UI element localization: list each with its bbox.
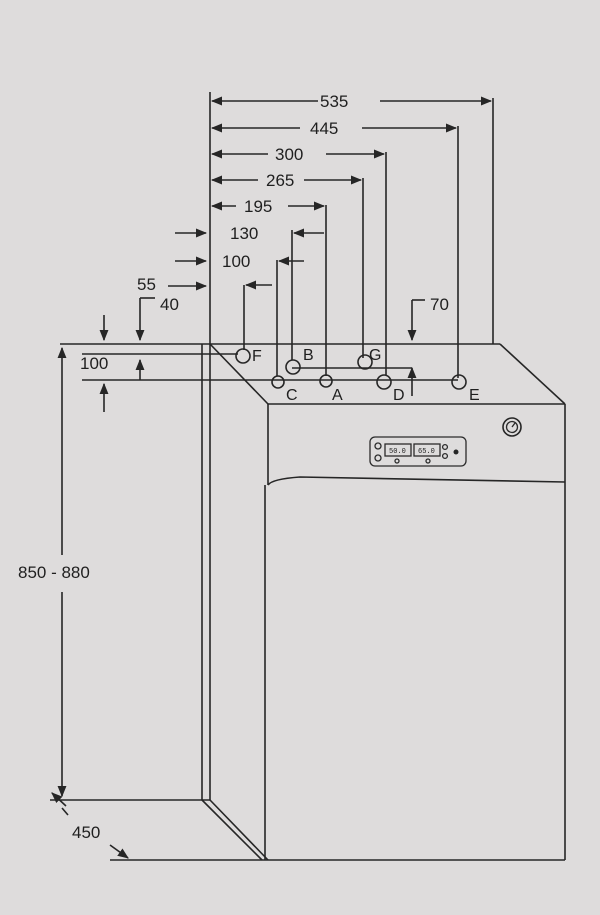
label-265: 265 xyxy=(266,171,294,190)
label-d: D xyxy=(393,387,405,404)
label-130: 130 xyxy=(230,224,258,243)
button-icon xyxy=(425,458,431,464)
indicator-icon xyxy=(453,449,459,455)
display-left-value: 50.0 xyxy=(389,448,406,456)
display-right xyxy=(413,443,441,457)
label-g: G xyxy=(369,347,381,364)
connection-a xyxy=(319,374,333,388)
connection-labels: F B G C A D E xyxy=(252,347,480,404)
display-left xyxy=(384,443,412,457)
connection-b xyxy=(285,359,301,375)
label-100-top: 100 xyxy=(222,252,250,271)
connection-f xyxy=(235,348,251,364)
control-panel-frame xyxy=(369,436,467,467)
label-535: 535 xyxy=(320,92,348,111)
label-f: F xyxy=(252,348,262,365)
appliance-outline xyxy=(50,343,566,861)
label-300: 300 xyxy=(275,145,303,164)
pressure-gauge-icon xyxy=(502,417,522,437)
connection-g xyxy=(357,354,373,370)
connection-d xyxy=(376,374,392,390)
label-b: B xyxy=(303,347,314,364)
label-445: 445 xyxy=(310,119,338,138)
label-450: 450 xyxy=(72,823,100,842)
label-height: 850 - 880 xyxy=(18,563,90,582)
label-40: 40 xyxy=(160,295,179,314)
label-e: E xyxy=(469,387,480,404)
left-dimension-lines xyxy=(51,346,458,859)
connection-e xyxy=(451,374,467,390)
connection-points xyxy=(235,348,467,390)
label-100-left: 100 xyxy=(80,354,108,373)
control-panel: 50.0 65.0 xyxy=(369,436,467,467)
knob-icon xyxy=(374,442,382,450)
label-70: 70 xyxy=(430,295,449,314)
top-dimension-lines xyxy=(99,92,494,378)
label-55: 55 xyxy=(137,275,156,294)
display-right-value: 65.0 xyxy=(418,448,435,456)
dimension-labels: 535 445 300 265 195 130 100 55 40 70 100… xyxy=(18,92,449,842)
label-a: A xyxy=(332,387,343,404)
knob-icon xyxy=(374,454,382,462)
button-icon xyxy=(441,452,449,460)
connection-c xyxy=(271,375,285,389)
button-icon xyxy=(441,443,449,451)
label-c: C xyxy=(286,387,298,404)
label-195: 195 xyxy=(244,197,272,216)
button-icon xyxy=(394,458,400,464)
